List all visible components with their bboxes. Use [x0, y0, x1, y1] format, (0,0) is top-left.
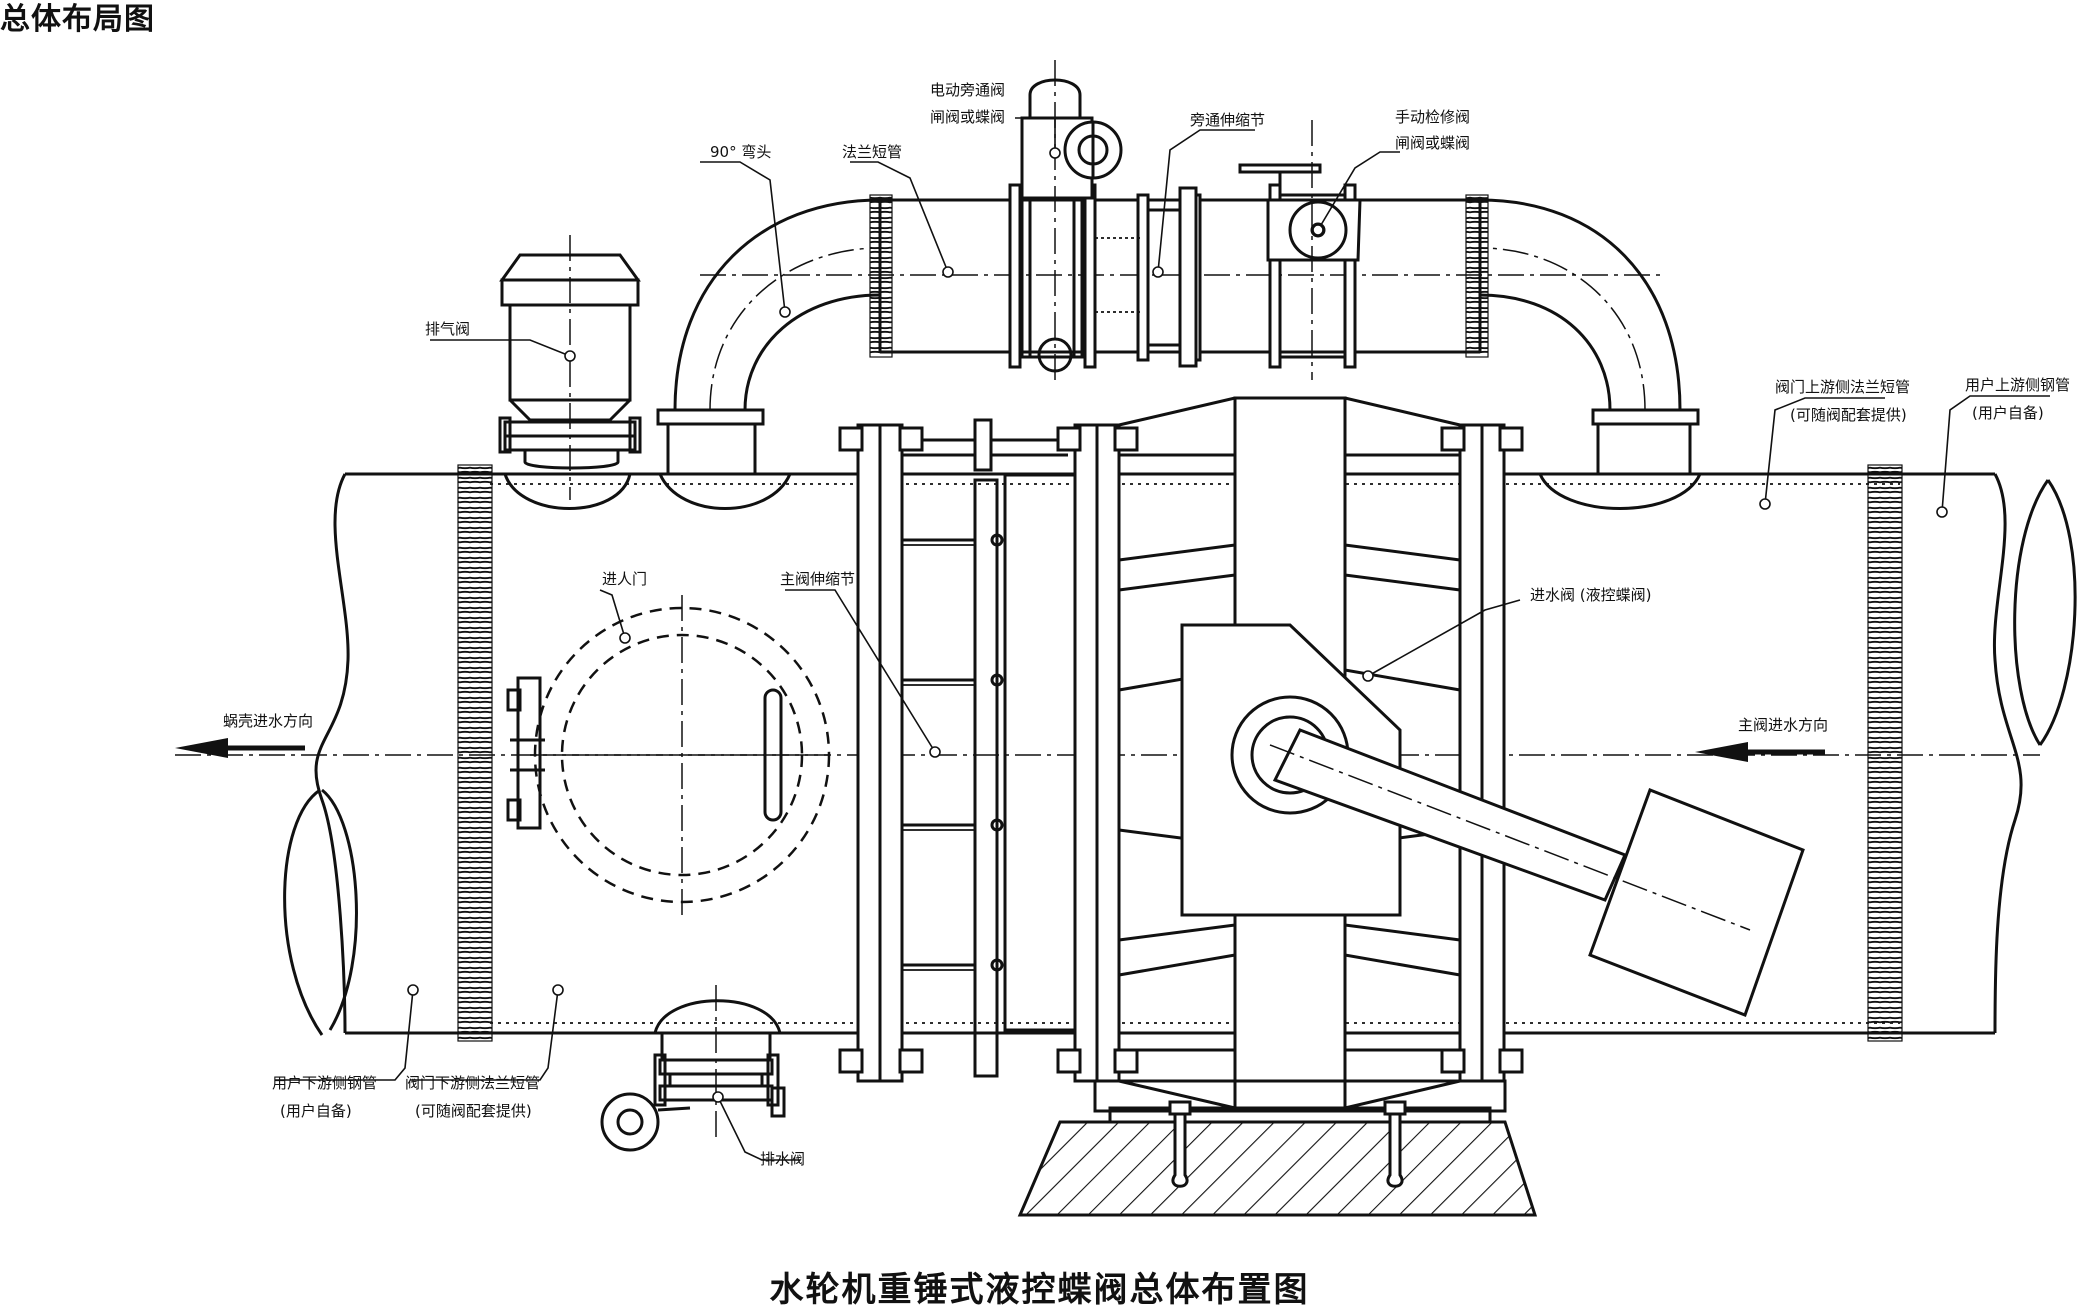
main-direction-arrow [1695, 742, 1825, 762]
label-downstream-flange-pipe-2: (可随阀配套提供) [415, 1102, 532, 1120]
label-upstream-flange-pipe-2: (可随阀配套提供) [1790, 406, 1907, 424]
diagram-title: 水轮机重锤式液控蝶阀总体布置图 [769, 1270, 1310, 1310]
label-upstream-steel-pipe-1: 用户上游侧钢管 [1965, 376, 2070, 394]
label-downstream-steel-pipe-1: 用户下游侧钢管 [272, 1074, 377, 1092]
butterfly-valve [1056, 396, 1805, 1124]
label-elbow: 90° 弯头 [710, 143, 771, 161]
main-expansion-joint [838, 418, 1087, 1083]
label-inlet-valve: 进水阀 (液控蝶阀) [1530, 586, 1651, 604]
label-main-valve-direction: 主阀进水方向 [1738, 716, 1828, 734]
label-manual-service-valve-2: 闸阀或蝶阀 [1395, 134, 1470, 152]
page-title: 总体布局图 [0, 2, 155, 37]
bypass-expansion-joint [1095, 186, 1202, 368]
weld-right [1867, 464, 1903, 1042]
label-bypass-expansion-joint: 旁通伸缩节 [1190, 111, 1265, 129]
bypass-pipe [656, 194, 1702, 510]
label-electric-bypass-valve-2: 闸阀或蝶阀 [930, 108, 1005, 126]
label-volute-direction: 蜗壳进水方向 [223, 712, 313, 730]
weld-left [457, 464, 493, 1042]
foundation [1017, 1100, 1538, 1217]
label-upstream-steel-pipe-2: (用户自备) [1972, 404, 2044, 422]
manual-service-valve [1238, 120, 1362, 380]
label-main-expansion-joint: 主阀伸缩节 [780, 570, 855, 588]
electric-bypass-valve [1008, 60, 1123, 380]
label-electric-bypass-valve-1: 电动旁通阀 [930, 81, 1005, 99]
label-drain-valve: 排水阀 [760, 1150, 805, 1168]
label-upstream-flange-pipe-1: 阀门上游侧法兰短管 [1775, 378, 1910, 396]
volute-direction-arrow [175, 738, 305, 758]
label-downstream-steel-pipe-2: (用户自备) [280, 1102, 352, 1120]
label-manual-service-valve-1: 手动检修阀 [1395, 108, 1470, 126]
manhole-door [506, 595, 831, 915]
leader-lines [275, 117, 2050, 1161]
label-flange-pipe: 法兰短管 [842, 143, 902, 161]
label-air-valve: 排气阀 [425, 320, 470, 338]
air-valve [498, 235, 642, 510]
label-manhole: 进人门 [602, 570, 647, 588]
label-downstream-flange-pipe-1: 阀门下游侧法兰短管 [405, 1074, 540, 1092]
drain-valve [600, 985, 786, 1152]
main-pipe [175, 472, 2077, 1036]
